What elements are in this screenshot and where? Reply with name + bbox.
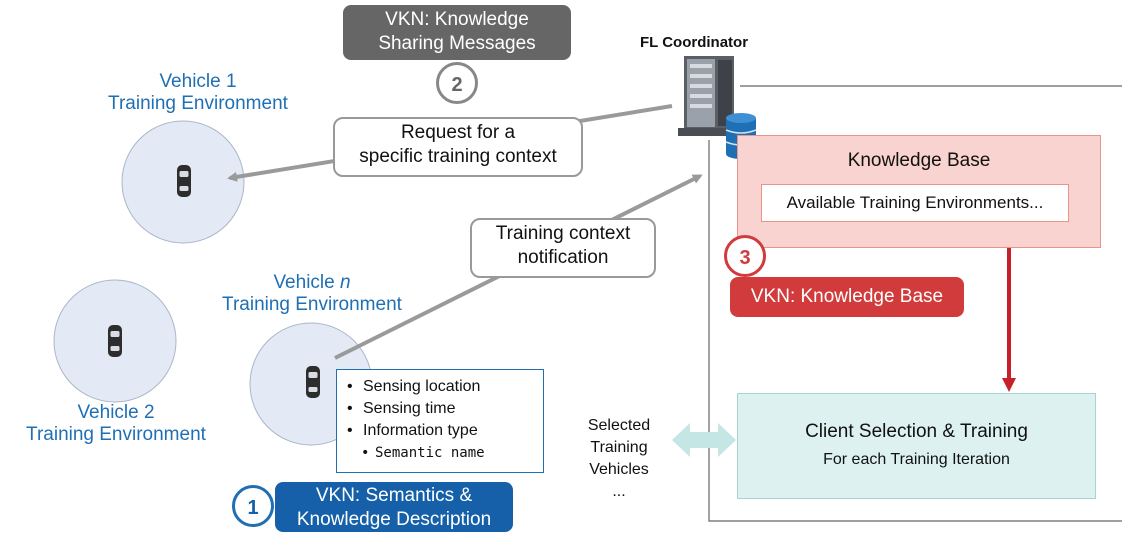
notification-callout: Training context notification [470, 218, 656, 278]
step-2-number: 2 [436, 62, 478, 104]
coordinator-boundary-left [708, 140, 1122, 522]
step-1-number: 1 [232, 485, 274, 527]
list-item: Sensing location [347, 376, 543, 398]
knowledge-base-box: Knowledge Base Available Training Enviro… [737, 135, 1101, 248]
knowledge-base-title: Knowledge Base [847, 150, 991, 171]
list-sub-item: Semantic name [347, 442, 543, 464]
vehicle-1-label: Vehicle 1 Training Environment [100, 71, 296, 115]
vehicle-1-name: Vehicle 1 [159, 71, 237, 92]
server-icon [678, 56, 740, 136]
list-item: Information type [347, 420, 543, 442]
vehicle-n-label: Vehicle n Training Environment [200, 272, 424, 316]
step-2-tag: VKN: Knowledge Sharing Messages [343, 5, 571, 60]
car-icon [177, 165, 191, 197]
selection-double-arrow [672, 423, 736, 457]
vehicle-2-name: Vehicle 2 [77, 402, 155, 423]
client-selection-subtitle: For each Training Iteration [823, 451, 1010, 468]
car-icon [108, 325, 122, 357]
vehicle-n-env: Training Environment [222, 294, 402, 315]
step-1-tag: VKN: Semantics & Knowledge Description [275, 482, 513, 532]
step-3-tag: VKN: Knowledge Base [730, 277, 964, 317]
client-selection-box: Client Selection & Training For each Tra… [737, 393, 1096, 499]
selected-vehicles-label: Selected Training Vehicles ... [587, 417, 651, 500]
step-3-number: 3 [724, 235, 766, 277]
list-item: Sensing time [347, 398, 543, 420]
semantics-info-box: Sensing location Sensing time Informatio… [336, 369, 544, 473]
fl-coordinator-title: FL Coordinator [640, 34, 749, 51]
client-selection-title: Client Selection & Training [805, 421, 1028, 442]
vehicle-2-env: Training Environment [26, 424, 206, 445]
vehicle-1-env: Training Environment [108, 93, 288, 114]
request-callout: Request for a specific training context [333, 117, 583, 177]
car-icon [306, 366, 320, 398]
vehicle-2-label: Vehicle 2 Training Environment [0, 402, 232, 446]
available-environments-item: Available Training Environments... [761, 184, 1069, 222]
vehicle-n-name: Vehicle n [273, 272, 351, 293]
